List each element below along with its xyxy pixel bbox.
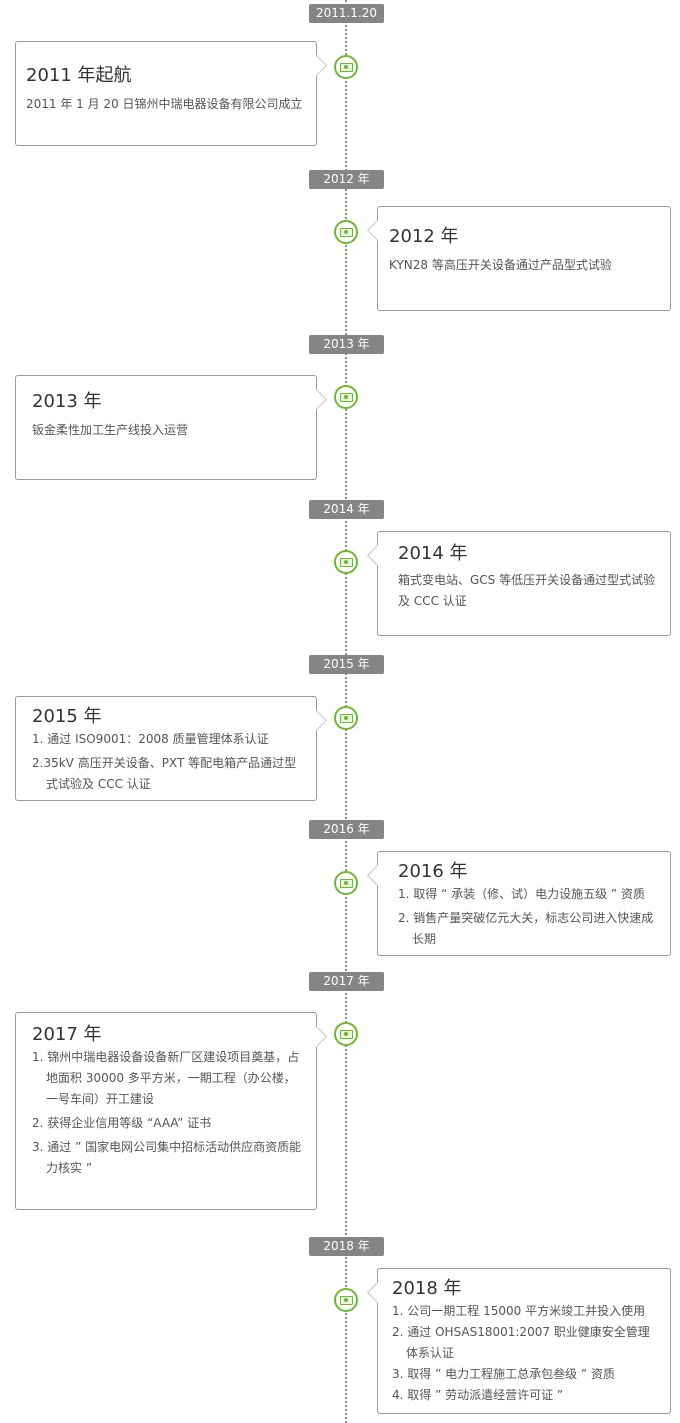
money-bill-icon <box>340 879 353 888</box>
event-description: 2. 获得企业信用等级 “AAA” 证书 <box>32 1116 212 1130</box>
event-title: 2014 年 <box>398 543 468 564</box>
event-description: 箱式变电站、GCS 等低压开关设备通过型式试验及 CCC 认证 <box>398 573 656 608</box>
event-card: 2013 年钣金柔性加工生产线投入运营 <box>15 375 328 480</box>
event-title: 2015 年 <box>32 706 102 727</box>
money-bill-icon <box>340 714 353 723</box>
money-bill-icon <box>340 228 353 237</box>
event-title: 2013 年 <box>32 391 102 412</box>
event-card: 2014 年箱式变电站、GCS 等低压开关设备通过型式试验及 CCC 认证 <box>366 531 671 636</box>
event-description: KYN28 等高压开关设备通过产品型式试验 <box>389 258 612 272</box>
timeline-node <box>334 871 358 895</box>
event-description: 2. 销售产量突破亿元大关，标志公司进入快速成长期 <box>398 911 654 946</box>
event-description: 2011 年 1 月 20 日锦州中瑞电器设备有限公司成立 <box>26 97 303 111</box>
event-description: 1. 取得 “ 承装（修、试）电力设施五级 ” 资质 <box>398 887 645 901</box>
year-label: 2015 年 <box>309 655 384 674</box>
card-pointer <box>305 54 328 77</box>
event-description: 2.35kV 高压开关设备、PXT 等配电箱产品通过型式试验及 CCC 认证 <box>32 756 297 791</box>
year-label: 2017 年 <box>309 972 384 991</box>
year-label: 2016 年 <box>309 820 384 839</box>
event-description: 3. 取得 ” 电力工程施工总承包叁级 ” 资质 <box>392 1367 615 1381</box>
card-pointer <box>305 1025 328 1048</box>
money-bill-icon <box>340 1296 353 1305</box>
event-description: 1. 锦州中瑞电器设备设备新厂区建设项目奠基，占地面积 30000 多平方米，一… <box>32 1050 300 1106</box>
timeline-node <box>334 1022 358 1046</box>
card-pointer <box>366 864 389 887</box>
year-label: 2011.1.20 <box>309 4 384 23</box>
event-card: 2016 年 1. 取得 “ 承装（修、试）电力设施五级 ” 资质 2. 销售产量突… <box>366 851 671 956</box>
timeline-node <box>334 550 358 574</box>
timeline-node <box>334 385 358 409</box>
event-card: 2018 年 1. 公司一期工程 15000 平方米竣工并投入使用 2. 通过 OH… <box>366 1268 671 1414</box>
card-pointer <box>366 1281 389 1304</box>
event-description: 3. 通过 ” 国家电网公司集中招标活动供应商资质能力核实 ” <box>32 1140 302 1175</box>
event-description: 2. 通过 OHSAS18001:2007 职业健康安全管理体系认证 <box>392 1325 650 1360</box>
event-title: 2012 年 <box>389 226 459 247</box>
event-description: 1. 公司一期工程 15000 平方米竣工并投入使用 <box>392 1304 646 1318</box>
timeline-node <box>334 1288 358 1312</box>
card-pointer <box>366 219 389 242</box>
money-bill-icon <box>340 393 353 402</box>
year-label: 2018 年 <box>309 1237 384 1256</box>
money-bill-icon <box>340 1030 353 1039</box>
year-label: 2013 年 <box>309 335 384 354</box>
year-label: 2014 年 <box>309 500 384 519</box>
timeline-node <box>334 706 358 730</box>
card-pointer <box>305 388 328 411</box>
event-description: 4. 取得 ” 劳动派遣经营许可证 ” <box>392 1388 564 1402</box>
event-description: 1. 通过 ISO9001：2008 质量管理体系认证 <box>32 732 269 746</box>
event-card: 2012 年 KYN28 等高压开关设备通过产品型式试验 <box>366 206 671 311</box>
event-card: 2017 年 1. 锦州中瑞电器设备设备新厂区建设项目奠基，占地面积 30000 … <box>15 1012 328 1210</box>
timeline-node <box>334 55 358 79</box>
event-title: 2017 年 <box>32 1024 102 1045</box>
event-title: 2016 年 <box>398 861 468 882</box>
event-card: 2015 年 1. 通过 ISO9001：2008 质量管理体系认证 2.35kV … <box>15 696 328 801</box>
event-card: 2011 年起航 2011 年 1 月 20 日锦州中瑞电器设备有限公司成立 <box>15 41 328 146</box>
event-description: 钣金柔性加工生产线投入运营 <box>32 423 189 437</box>
money-bill-icon <box>340 63 353 72</box>
event-title: 2018 年 <box>392 1278 462 1299</box>
event-title: 2011 年起航 <box>26 65 132 86</box>
timeline-node <box>334 220 358 244</box>
card-pointer <box>366 544 389 567</box>
year-label: 2012 年 <box>309 170 384 189</box>
card-pointer <box>305 709 328 732</box>
money-bill-icon <box>340 558 353 567</box>
